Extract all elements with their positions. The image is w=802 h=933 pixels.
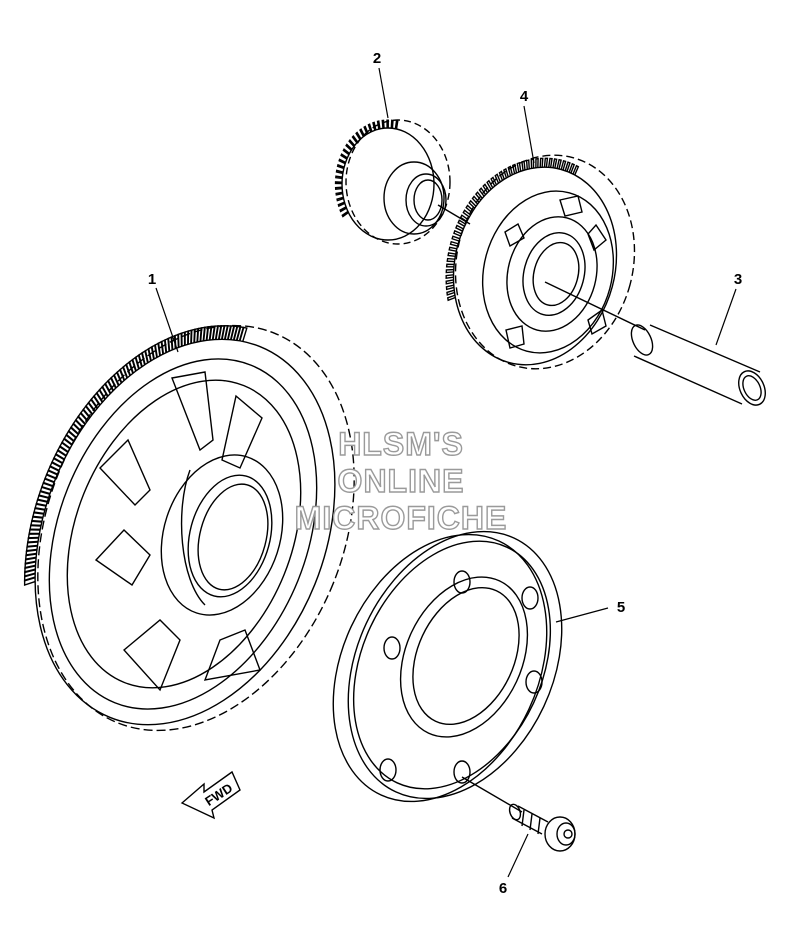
gear-tooth (568, 162, 576, 174)
gear-tooth (445, 279, 454, 285)
gear-tooth (445, 268, 454, 274)
gear-tooth (530, 158, 535, 169)
gear-tooth (446, 294, 456, 302)
watermark-line-1: HLSM'S (338, 426, 464, 462)
gear-tooth (335, 191, 343, 196)
gear-tooth (453, 229, 462, 237)
gear-tooth (451, 235, 460, 242)
gear-tooth (334, 181, 343, 185)
gear-tooth (462, 209, 471, 218)
gear-1-teeth (23, 325, 248, 586)
gear-tooth (340, 153, 348, 160)
gear-tooth (336, 163, 345, 170)
gear-tooth (446, 289, 455, 296)
callout-5: 5 (617, 599, 625, 616)
gear-tooth (337, 201, 346, 208)
part-5-one-way-clutch-housing[interactable] (292, 497, 603, 837)
gear-tooth (560, 159, 567, 171)
gear-tooth (502, 167, 509, 179)
fwd-direction-arrow (180, 770, 241, 820)
gear-tooth (355, 131, 362, 140)
gear-tooth (351, 134, 359, 144)
gear-tooth (348, 138, 356, 147)
gear-tooth (556, 158, 562, 170)
watermark-line-3: MICROFICHE (295, 500, 508, 536)
gear-tooth (447, 252, 456, 258)
gear-tooth (445, 263, 455, 268)
gear-tooth (498, 170, 505, 181)
gear-tooth (478, 187, 487, 197)
gear-tooth (386, 119, 389, 129)
gear-tooth (334, 186, 343, 190)
gear-tooth (445, 284, 455, 291)
gear-tooth (525, 159, 530, 170)
watermark-line-2: ONLINE (338, 463, 465, 499)
gear-tooth (342, 148, 350, 156)
gear-tooth (494, 173, 501, 184)
part-3-shaft[interactable] (544, 281, 770, 409)
gear-tooth (359, 128, 365, 137)
gear-tooth (338, 158, 346, 165)
gear-tooth (572, 164, 580, 176)
gear-tooth (335, 169, 344, 175)
part-6-bolt[interactable] (508, 803, 576, 852)
part-4-wheel-gear[interactable] (432, 135, 658, 389)
gear-tooth (482, 183, 490, 194)
part-1-starter-wheel-gear[interactable] (0, 278, 412, 778)
gear-tooth (455, 224, 464, 232)
gear-2-teeth (334, 119, 399, 218)
gear-tooth (490, 176, 498, 187)
gear-tooth (449, 240, 459, 247)
gear-tooth (335, 175, 343, 180)
gear-tooth (448, 246, 457, 252)
gear-tooth (445, 274, 454, 279)
gear-tooth (376, 120, 381, 130)
gear-tooth (543, 157, 549, 168)
gear-tooth (548, 157, 553, 168)
part-2-idler-gear[interactable] (334, 119, 471, 245)
gear-tooth (552, 158, 558, 169)
gear-tooth (363, 125, 369, 135)
gear-tooth (457, 219, 466, 227)
callout-3: 3 (734, 271, 742, 288)
gear-tooth (367, 123, 373, 133)
gear-tooth (516, 161, 522, 173)
gear-tooth (238, 326, 248, 342)
gear-tooth (339, 206, 347, 213)
gear-tooth (394, 120, 399, 130)
gear-tooth (446, 257, 455, 263)
gear-tooth (336, 196, 344, 202)
gear-tooth (486, 179, 494, 190)
gear-tooth (564, 161, 571, 172)
callout-6: 6 (499, 880, 507, 897)
leader-lines (155, 67, 737, 878)
gear-tooth (390, 119, 394, 129)
gear-4-teeth (445, 157, 580, 302)
gear-tooth (511, 163, 518, 174)
gear-tooth (535, 157, 539, 168)
gear-tooth (459, 214, 469, 223)
gear-tooth (474, 191, 483, 201)
gear-tooth (465, 204, 474, 214)
callout-2: 2 (373, 50, 381, 67)
callout-4: 4 (520, 88, 529, 105)
gear-tooth (521, 160, 526, 171)
gear-tooth (345, 143, 353, 151)
gear-tooth (381, 119, 385, 129)
gear-tooth (372, 121, 377, 131)
gear-tooth (468, 199, 477, 209)
gear-tooth (539, 157, 544, 168)
watermark: HLSM'S ONLINE MICROFICHE (294, 425, 508, 536)
callout-1: 1 (148, 271, 156, 288)
gear-tooth (341, 210, 349, 218)
gear-tooth (471, 195, 480, 205)
gear-tooth (507, 165, 514, 176)
